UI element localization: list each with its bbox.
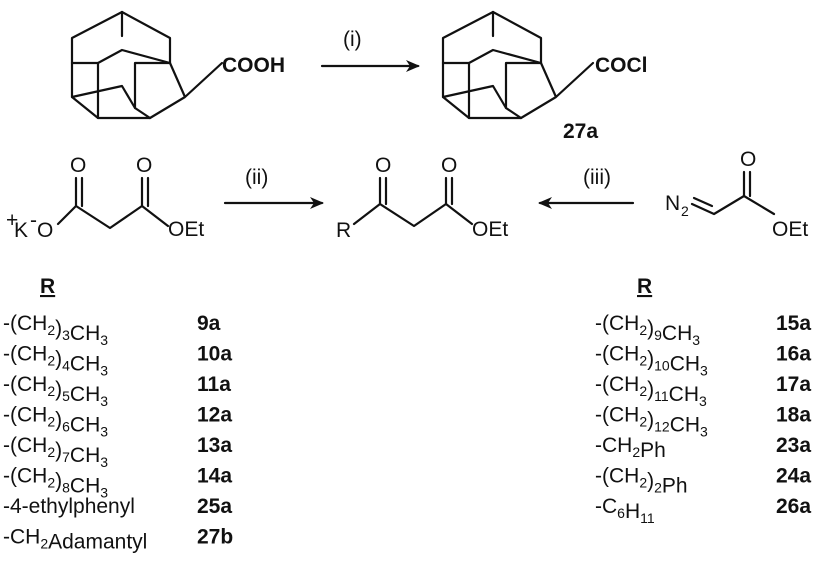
right-table-header: R <box>637 275 652 298</box>
left-compound-id-6: 25a <box>197 495 232 518</box>
potassium-label: K <box>14 219 28 242</box>
product-acyl-chloride-group: COCl <box>595 54 648 77</box>
right-substituent-5: -(CH2)2Ph <box>595 465 688 498</box>
adamantylacetic-acid-structure <box>70 10 224 120</box>
diazo-n-label: N <box>665 192 680 215</box>
center-oxygen-1-label: O <box>375 154 391 177</box>
left-substituent-3: -(CH2)6CH3 <box>3 404 108 440</box>
right-compound-id-2: 17a <box>776 373 811 396</box>
carbonyl-oxygen-1-label: O <box>70 154 86 177</box>
right-substituent-0: -(CH2)9CH3 <box>595 312 700 348</box>
right-compound-id-1: 16a <box>776 343 811 366</box>
diazo-carbonyl-oxygen-label: O <box>740 148 756 171</box>
carbonyl-oxygen-2-label: O <box>136 154 152 177</box>
ethyl-diazoacetate-structure: N 2 O OEt <box>665 148 808 241</box>
potassium-ethyl-malonate-structure: + K - O O O OEt <box>6 154 204 242</box>
left-compound-id-1: 10a <box>197 343 232 366</box>
center-ester-label: OEt <box>472 218 508 241</box>
svg-text:+: + <box>6 209 18 232</box>
left-compound-id-2: 11a <box>197 373 231 396</box>
beta-ketoester-structure: R O O OEt <box>336 154 508 242</box>
right-substituent-6: -C6H11 <box>595 495 655 526</box>
left-substituent-1: -(CH2)4CH3 <box>3 343 108 379</box>
left-compound-id-5: 14a <box>197 465 232 488</box>
left-table-header: R <box>40 275 55 298</box>
left-compound-id-7: 27b <box>197 526 233 549</box>
left-substituent-7: -CH2Adamantyl <box>3 526 147 554</box>
left-substituent-5: -(CH2)8CH3 <box>3 465 108 501</box>
right-compound-id-3: 18a <box>776 404 811 427</box>
right-substituent-2: -(CH2)11CH3 <box>595 373 707 409</box>
right-substituent-3: -(CH2)12CH3 <box>595 404 708 440</box>
step-iii-label: (iii) <box>583 166 611 189</box>
right-compound-id-5: 24a <box>776 465 811 488</box>
left-compound-id-3: 12a <box>197 404 232 427</box>
right-compound-id-0: 15a <box>776 312 811 335</box>
compound-id-27a: 27a <box>563 120 598 143</box>
left-ester-label: OEt <box>168 218 204 241</box>
svg-text:-: - <box>30 209 37 232</box>
left-substituent-2: -(CH2)5CH3 <box>3 373 108 409</box>
left-substituent-6: -4-ethylphenyl <box>3 495 135 518</box>
step-i-label: (i) <box>343 28 362 51</box>
center-oxygen-2-label: O <box>441 154 457 177</box>
left-compound-id-4: 13a <box>197 434 232 457</box>
right-compound-id-6: 26a <box>776 495 811 518</box>
left-compound-id-0: 9a <box>197 312 221 335</box>
step-ii-label: (ii) <box>245 166 268 189</box>
reactant-acid-group: COOH <box>222 54 285 77</box>
diazo-n-subscript: 2 <box>681 203 689 219</box>
left-substituent-4: -(CH2)7CH3 <box>3 434 108 470</box>
anion-oxygen-label: O <box>37 219 53 242</box>
right-table: -(CH2)9CH3 15a -(CH2)10CH3 16a -(CH2)11CH3 17… <box>595 312 811 526</box>
left-table: -(CH2)3CH3 9a -(CH2)4CH3 10a -(CH2)5CH3 11a -(… <box>3 312 233 554</box>
right-ester-label: OEt <box>772 218 808 241</box>
adamantylacetyl-chloride-structure <box>441 10 595 120</box>
left-substituent-0: -(CH2)3CH3 <box>3 312 108 348</box>
center-r-label: R <box>336 219 351 242</box>
right-substituent-4: -CH2Ph <box>595 434 666 462</box>
right-substituent-1: -(CH2)10CH3 <box>595 343 708 379</box>
right-compound-id-4: 23a <box>776 434 811 457</box>
